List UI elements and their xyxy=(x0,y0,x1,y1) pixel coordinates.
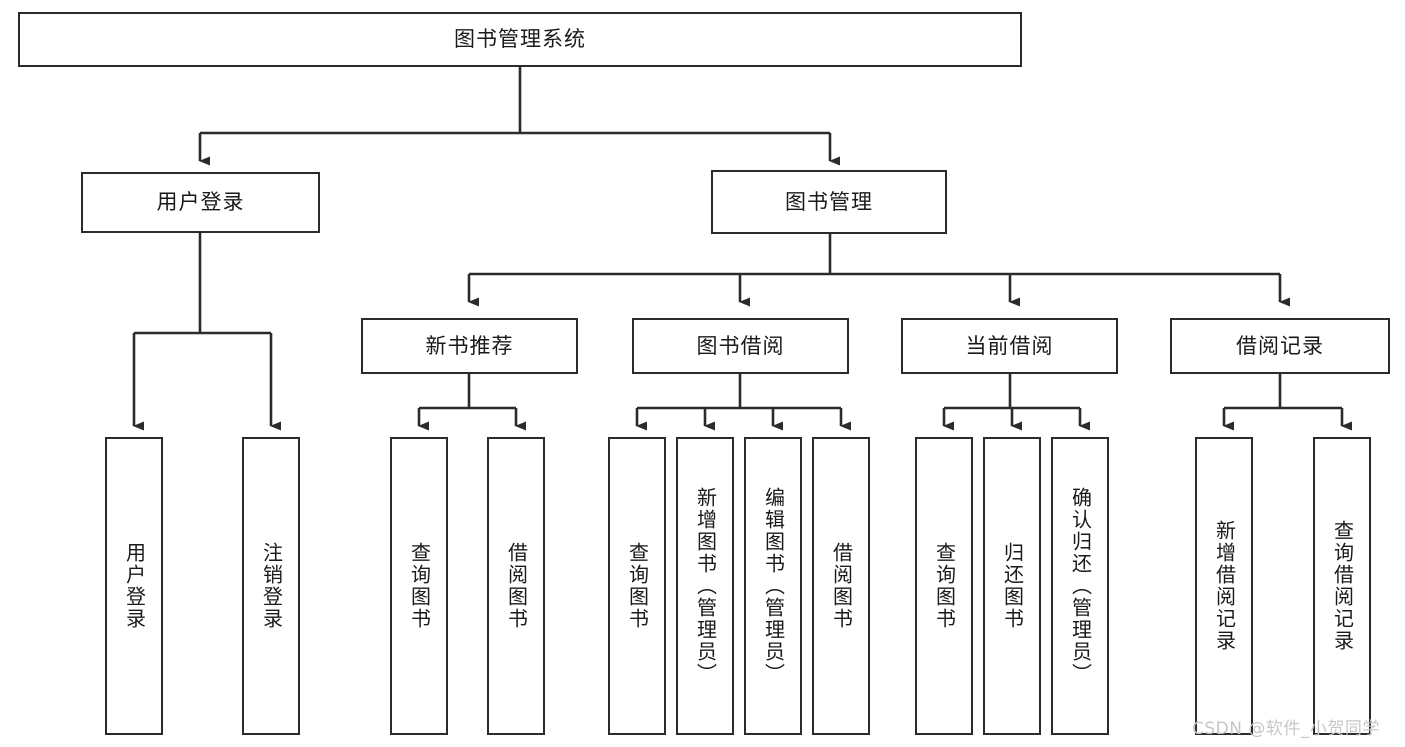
node-current-borrow-label: 当前借阅 xyxy=(965,333,1054,358)
node-book-management-label: 图书管理 xyxy=(785,189,873,214)
leaf-book-borrow-edit[interactable]: 编辑图书（管理员） xyxy=(744,437,802,735)
leaf-label: 用户登录 xyxy=(122,542,147,630)
leaf-new-book-borrow[interactable]: 借阅图书 xyxy=(487,437,545,735)
leaf-label: 借阅图书 xyxy=(829,542,854,630)
leaf-current-borrow-query[interactable]: 查询图书 xyxy=(915,437,973,735)
leaf-label: 借阅图书 xyxy=(504,542,529,630)
node-book-borrow-label: 图书借阅 xyxy=(696,333,785,358)
leaf-new-book-query[interactable]: 查询图书 xyxy=(390,437,448,735)
leaf-label: 编辑图书（管理员） xyxy=(761,487,786,685)
leaf-label: 新增借阅记录 xyxy=(1212,520,1237,652)
leaf-label: 查询图书 xyxy=(407,542,432,630)
leaf-label: 归还图书 xyxy=(1000,542,1025,630)
node-new-book-recommend[interactable]: 新书推荐 xyxy=(361,318,578,374)
node-root-label: 图书管理系统 xyxy=(454,27,586,52)
node-root-system[interactable]: 图书管理系统 xyxy=(18,12,1022,67)
leaf-label: 确认归还（管理员） xyxy=(1068,487,1093,685)
leaf-current-borrow-confirm-return[interactable]: 确认归还（管理员） xyxy=(1051,437,1109,735)
leaf-label: 查询图书 xyxy=(932,542,957,630)
leaf-book-borrow-add[interactable]: 新增图书（管理员） xyxy=(676,437,734,735)
node-book-borrow[interactable]: 图书借阅 xyxy=(632,318,849,374)
node-new-book-recommend-label: 新书推荐 xyxy=(425,333,514,358)
leaf-user-login-login[interactable]: 用户登录 xyxy=(105,437,163,735)
leaf-current-borrow-return[interactable]: 归还图书 xyxy=(983,437,1041,735)
leaf-label: 新增图书（管理员） xyxy=(693,487,718,685)
node-book-management[interactable]: 图书管理 xyxy=(711,170,947,234)
leaf-book-borrow-query[interactable]: 查询图书 xyxy=(608,437,666,735)
node-user-login[interactable]: 用户登录 xyxy=(81,172,320,233)
leaf-book-borrow-borrow[interactable]: 借阅图书 xyxy=(812,437,870,735)
leaf-user-login-logout[interactable]: 注销登录 xyxy=(242,437,300,735)
node-borrow-record-label: 借阅记录 xyxy=(1236,333,1324,358)
node-user-login-label: 用户登录 xyxy=(156,190,245,215)
leaf-borrow-record-query[interactable]: 查询借阅记录 xyxy=(1313,437,1371,735)
node-borrow-record[interactable]: 借阅记录 xyxy=(1170,318,1390,374)
leaf-borrow-record-add[interactable]: 新增借阅记录 xyxy=(1195,437,1253,735)
leaf-label: 查询图书 xyxy=(625,542,650,630)
node-current-borrow[interactable]: 当前借阅 xyxy=(901,318,1118,374)
leaf-label: 注销登录 xyxy=(259,542,284,630)
leaf-label: 查询借阅记录 xyxy=(1330,520,1355,652)
